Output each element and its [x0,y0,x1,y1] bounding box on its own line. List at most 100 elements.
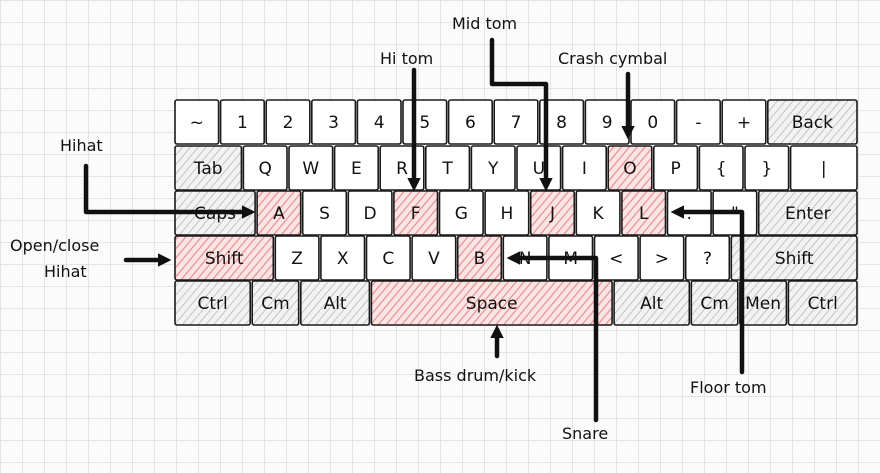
key-e: E [333,145,380,191]
key-label: 0 [647,113,658,133]
key-ralt: Alt [613,280,691,326]
label-snare: Snare [562,424,608,443]
key-cap [652,145,699,191]
key-label: + [737,113,751,133]
label-open-close: Open/close [10,236,99,255]
key-rctrl: Ctrl [787,280,858,326]
key-label: | [821,159,827,179]
key-cap [424,145,471,191]
key-label: C [382,249,394,269]
key-label: F [411,204,421,224]
key-d: D [347,190,393,236]
key-label: Enter [785,204,831,224]
key-lt: < [593,235,639,281]
key-label: I [582,159,587,179]
key-minus: - [675,99,721,145]
key-cap [347,190,393,236]
key-cap [639,235,685,281]
key-label: Y [487,159,499,179]
key-cap [251,280,300,326]
key-cap [274,235,320,281]
key-cap [310,99,357,145]
key-label: U [533,159,545,179]
key-label: Ctrl [197,294,227,314]
key-s: S [301,190,348,236]
key-6: 6 [447,99,494,145]
key-tilde: ~ [174,99,220,145]
key-label: L [639,204,649,224]
key-lshift: Shift [174,235,275,281]
key-j: J [529,190,576,236]
key-cap [219,99,266,145]
key-lalt: Alt [299,280,371,326]
key-menu: Men [739,280,788,326]
key-label: B [474,249,486,269]
key-2: 2 [265,99,311,145]
key-cap [299,280,371,326]
key-c: C [365,235,411,281]
key-label: { [716,159,727,179]
label-open-close-hihat: Hihat [44,262,87,281]
label-hihat: Hihat [60,136,103,155]
key-z: Z [274,235,320,281]
key-label: V [428,249,440,269]
key-label: E [351,159,362,179]
key-cap [174,235,275,281]
key-cap [493,99,539,145]
key-cap [411,235,457,281]
key-label: W [302,159,319,179]
key-rbrace: } [744,145,790,191]
key-cap [690,280,739,326]
key-plus: + [721,99,767,145]
key-h: H [484,190,530,236]
key-cap [333,145,380,191]
key-8: 8 [538,99,585,145]
key-lctrl: Ctrl [174,280,251,326]
key-l: L [621,190,667,236]
key-label: 7 [511,113,522,133]
key-label: Q [259,159,272,179]
key-label: Cm [261,294,289,314]
key-label: T [441,159,453,179]
key-cap [456,235,503,281]
key-g: G [438,190,484,236]
key-cap [787,280,858,326]
key-label: Alt [324,294,347,314]
key-cap [684,235,731,281]
key-label: H [501,204,514,224]
key-v: V [411,235,457,281]
key-cap [675,99,721,145]
arrow-mid-tom [489,37,553,192]
key-r: R [379,145,425,191]
key-back: Back [766,99,858,145]
key-5: 5 [402,99,448,145]
key-cap [174,280,251,326]
key-label: Shift [775,249,814,269]
key-a: A [256,190,302,236]
key-label: Ctrl [808,294,838,314]
key-pipe: | [789,145,858,191]
key-u: U [516,145,562,191]
key-cap [301,190,348,236]
key-label: Men [745,294,781,314]
key-cap [447,99,494,145]
key-label: < [609,249,623,269]
key-4: 4 [356,99,402,145]
key-label: } [761,159,772,179]
key-cap [721,99,767,145]
key-label: ? [703,249,712,269]
key-label: Back [792,113,833,133]
key-cap [613,280,691,326]
key-o: O [607,145,653,191]
key-w: W [288,145,334,191]
arrow-snare [506,251,599,423]
key-cap [630,99,676,145]
key-b: B [456,235,503,281]
key-cap [265,99,311,145]
key-cap [575,190,621,236]
key-label: 1 [237,113,248,133]
key-label: Cm [700,294,728,314]
key-cap [242,145,288,191]
key-cap [744,145,790,191]
